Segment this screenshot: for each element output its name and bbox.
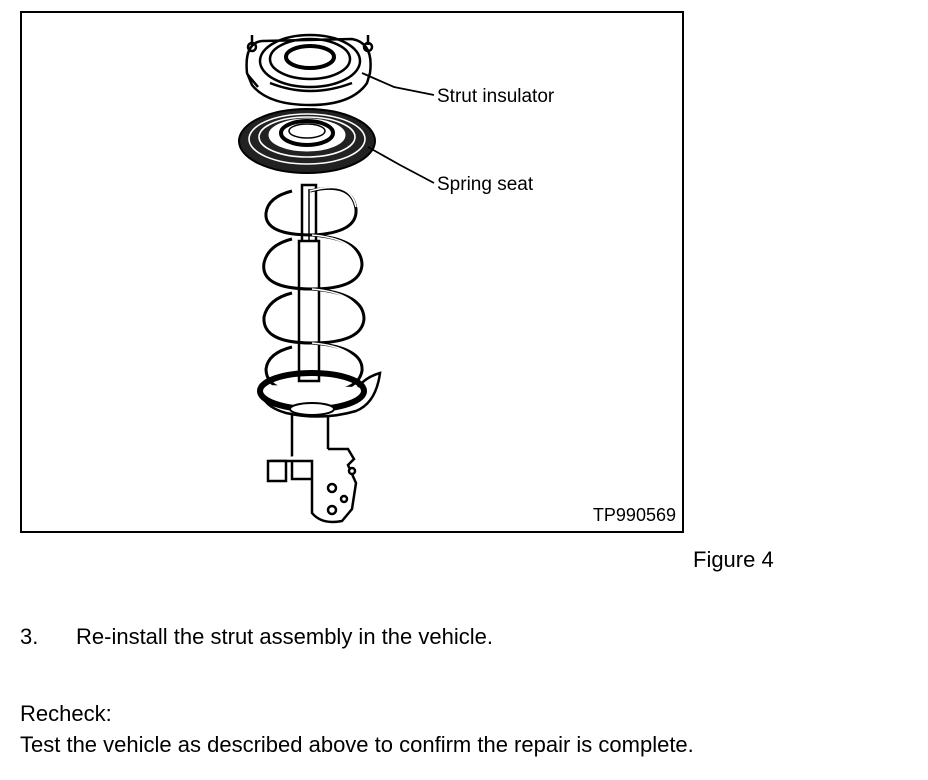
figure-id: TP990569 xyxy=(592,505,676,525)
coil-spring-drawing xyxy=(262,186,366,395)
lower-spring-seat-drawing xyxy=(257,370,382,418)
step-3: 3. Re-install the strut assembly in the v… xyxy=(20,626,493,648)
figure-frame: Strut insulator Spring seat TP990569 xyxy=(20,11,684,533)
step-number: 3. xyxy=(20,624,39,649)
strut-insulator-drawing xyxy=(245,33,374,107)
figure-caption: Figure 4 xyxy=(693,547,774,572)
recheck-heading: Recheck: xyxy=(20,701,112,726)
spring-seat-label: Spring seat xyxy=(437,174,534,195)
spring-seat-drawing xyxy=(238,108,376,174)
step-text: Re-install the strut assembly in the veh… xyxy=(76,624,493,649)
shock-absorber-drawing xyxy=(266,183,358,524)
strut-assembly-illustration xyxy=(238,33,435,524)
recheck-text: Test the vehicle as described above to c… xyxy=(20,732,694,757)
leader-lines xyxy=(361,72,435,184)
strut-insulator-label: Strut insulator xyxy=(437,86,555,107)
